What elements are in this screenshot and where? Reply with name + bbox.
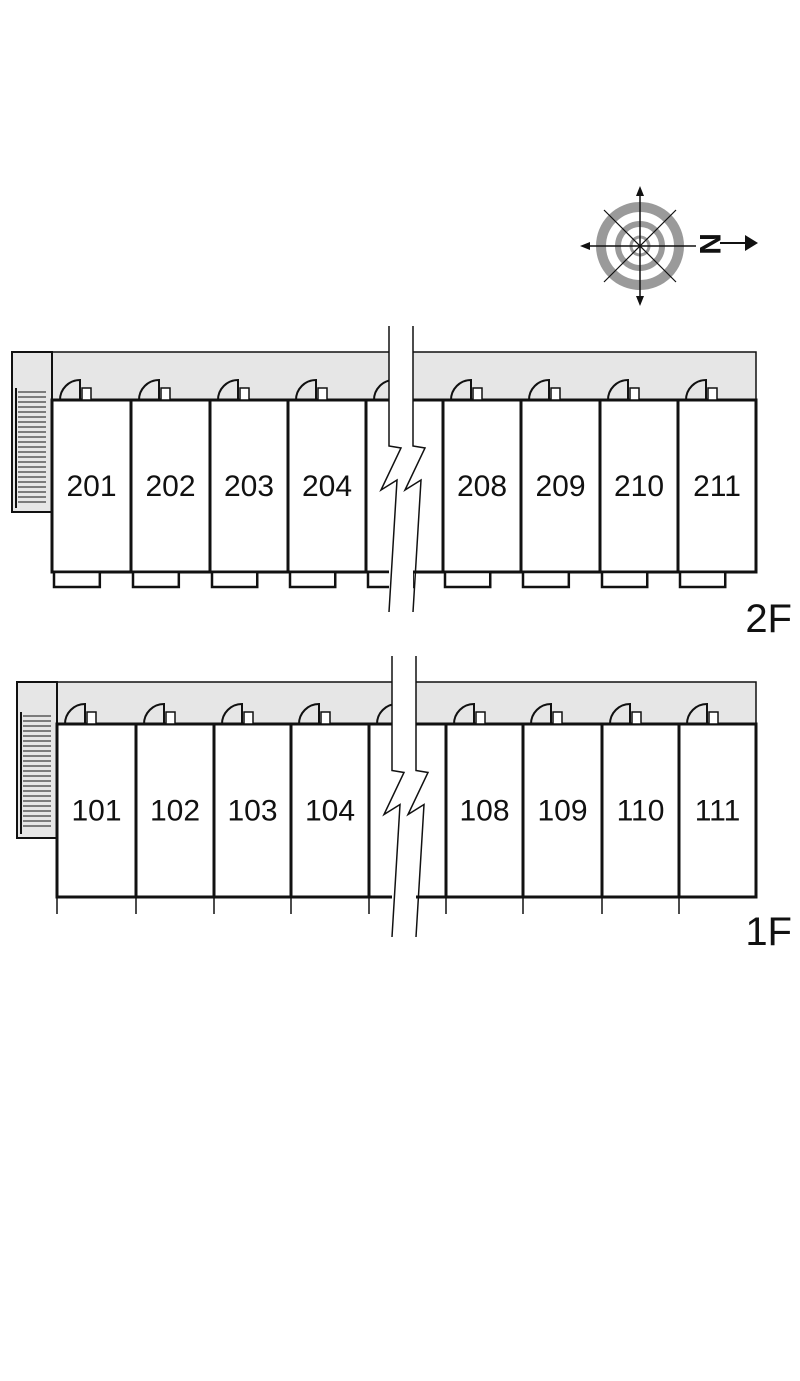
unit-number: 208	[457, 470, 507, 503]
unit-number: 210	[614, 470, 664, 503]
break-line	[382, 656, 430, 938]
staircase	[16, 681, 58, 839]
balcony	[600, 570, 649, 589]
unit-number: 102	[150, 794, 200, 827]
unit-101: 101	[55, 702, 138, 914]
unit-204: 204	[286, 378, 368, 589]
unit-211: 211	[676, 378, 758, 589]
balcony	[521, 570, 571, 589]
unit-104: 104	[289, 702, 371, 914]
unit-201: 201	[50, 378, 133, 589]
unit-209: 209	[519, 378, 602, 589]
floor-plan-2f: 201 202 203 204 208 209 210 211 2F	[11, 326, 792, 641]
unit-111: 111	[677, 702, 758, 914]
door-icon	[143, 702, 176, 725]
balcony	[678, 570, 727, 589]
door-icon	[609, 702, 642, 725]
floor-label: 1F	[745, 910, 792, 954]
unit-108: 108	[444, 702, 525, 914]
door-icon	[217, 378, 250, 401]
unit-210: 210	[598, 378, 680, 589]
unit-number: 204	[302, 470, 352, 503]
balcony	[443, 570, 492, 589]
balcony	[52, 570, 102, 589]
unit-number: 211	[693, 470, 741, 503]
balcony	[288, 570, 337, 589]
staircase	[11, 351, 53, 513]
floor-plan-1f: 101 102 103 104 108 109 110 111 1F	[16, 656, 792, 954]
door-icon	[607, 378, 640, 401]
unit-number: 108	[459, 794, 509, 827]
floor-label: 2F	[745, 597, 792, 641]
unit-202: 202	[129, 378, 212, 589]
unit-number: 111	[695, 794, 741, 827]
door-icon	[295, 378, 328, 401]
unit-number: 103	[227, 794, 277, 827]
north-letter: N	[693, 233, 726, 255]
door-icon	[221, 702, 254, 725]
unit-109: 109	[521, 702, 604, 914]
door-icon	[450, 378, 483, 401]
balcony	[210, 570, 259, 589]
unit-203: 203	[208, 378, 290, 589]
unit-102: 102	[134, 702, 216, 914]
unit-number: 101	[71, 794, 121, 827]
compass-rose-icon: N	[580, 186, 758, 306]
door-icon	[686, 702, 719, 725]
unit-number: 202	[145, 470, 195, 503]
unit-number: 109	[537, 794, 587, 827]
door-icon	[64, 702, 97, 725]
unit-number: 104	[305, 794, 355, 827]
unit-110: 110	[600, 702, 681, 914]
door-icon	[685, 378, 718, 401]
door-icon	[298, 702, 331, 725]
break-line	[379, 326, 427, 613]
unit-number: 209	[535, 470, 585, 503]
door-icon	[59, 378, 92, 401]
unit-103: 103	[212, 702, 293, 914]
unit-number: 203	[224, 470, 274, 503]
door-icon	[453, 702, 486, 725]
balcony	[131, 570, 181, 589]
unit-number: 110	[617, 794, 665, 827]
door-icon	[138, 378, 171, 401]
door-icon	[530, 702, 563, 725]
unit-number: 201	[66, 470, 116, 503]
unit-208: 208	[441, 378, 523, 589]
door-icon	[528, 378, 561, 401]
